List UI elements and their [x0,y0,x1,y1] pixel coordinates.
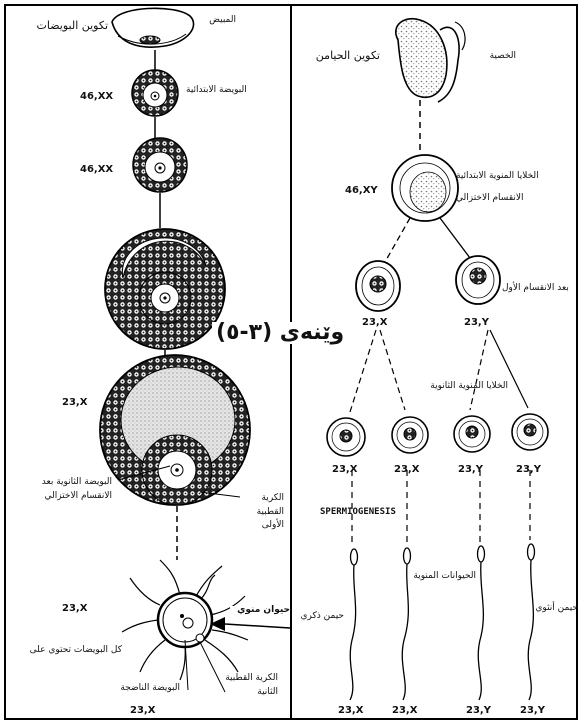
karyotype-label: 23,X [62,398,87,408]
testis-label: الخصية [466,52,516,61]
sperm-3 [478,546,485,700]
sperm-4 [528,544,535,700]
karyotype-label: 23,Y [516,465,541,475]
karyotype-label: 23,X [130,706,155,716]
karyotype-label: 23,Y [520,706,545,716]
polar-body-1-label: الكرية القطبية الأولى [234,492,284,533]
spermatids-label: الحيوانات المنوية [418,572,476,581]
polar-body-2-label: الكرية القطبية الثانية [208,672,278,699]
branch-line [350,330,376,412]
figure-label: وێنەی (٣-٥) [212,322,348,344]
primary-oocyte-1 [132,70,178,116]
ovulated-ovum [122,560,248,680]
spermatid-3 [454,416,490,452]
secondary-spermatocyte-right [456,256,500,304]
sperm-1 [350,549,358,700]
spermiogenesis-label: SPERMIOGENESIS [320,508,396,517]
primary-oocyte-2 [133,138,187,192]
branch-line [440,218,470,258]
branch-line [490,330,528,408]
secondary-cells-label: الخلايا المنوية الثانوية [398,382,508,391]
karyotype-label: 23,Y [466,706,491,716]
spermatogenesis-title: تكوين الحيامن [300,50,380,61]
sperm-left-label: حيمن ذكري [300,612,344,621]
secondary-oocyte-label: البويضة الثانوية بعد الانقسام الاختزالي [22,476,112,503]
karyotype-label: 23,X [62,604,87,614]
karyotype-label: 23,X [394,465,419,475]
karyotype-label: 23,X [338,706,363,716]
karyotype-label: 23,X [392,706,417,716]
ovary-shape [112,8,194,47]
primary-cell-label: الخلايا المنوية الابتدائية [456,172,568,181]
karyotype-label: 46,XX [80,165,113,175]
karyotype-label: 23,Y [464,318,489,328]
branch-line [470,330,488,410]
branch-line [385,218,410,262]
sperm-entry-arrow [210,617,290,631]
meiosis-label: الانقسام الاختزالي [456,194,556,203]
karyotype-label: 23,X [332,465,357,475]
growing-follicle [105,229,225,349]
sperm-right-label: حيمن أنثوي [538,604,578,613]
karyotype-label: 46,XX [80,92,113,102]
ovary-label: المبيض [192,16,236,25]
secondary-spermatocyte-left [356,261,400,311]
karyotype-label: 23,Y [458,465,483,475]
karyotype-label: 46,XY [345,186,378,196]
sperm-2 [402,548,410,700]
first-division-label: بعد الانقسام الأول [502,284,578,293]
mature-follicle [100,355,250,505]
primary-follicle-label: البويضة الابتدائية [186,86,276,95]
testis-shape [396,19,465,102]
mature-ovum-label: البويضة الناضجة [108,684,180,693]
spermatid-1 [327,418,365,456]
branch-line [380,330,405,410]
spermatid-4 [512,414,548,450]
spermatid-2 [392,417,428,453]
primary-spermatocyte [392,155,458,221]
mature-ovum-note: كل البويضات تحتوي على [12,646,122,655]
sperm-entry-label: حيوان منوي [230,606,290,615]
karyotype-label: 23,X [362,318,387,328]
oogenesis-title: تكوين البويضات [18,20,108,31]
